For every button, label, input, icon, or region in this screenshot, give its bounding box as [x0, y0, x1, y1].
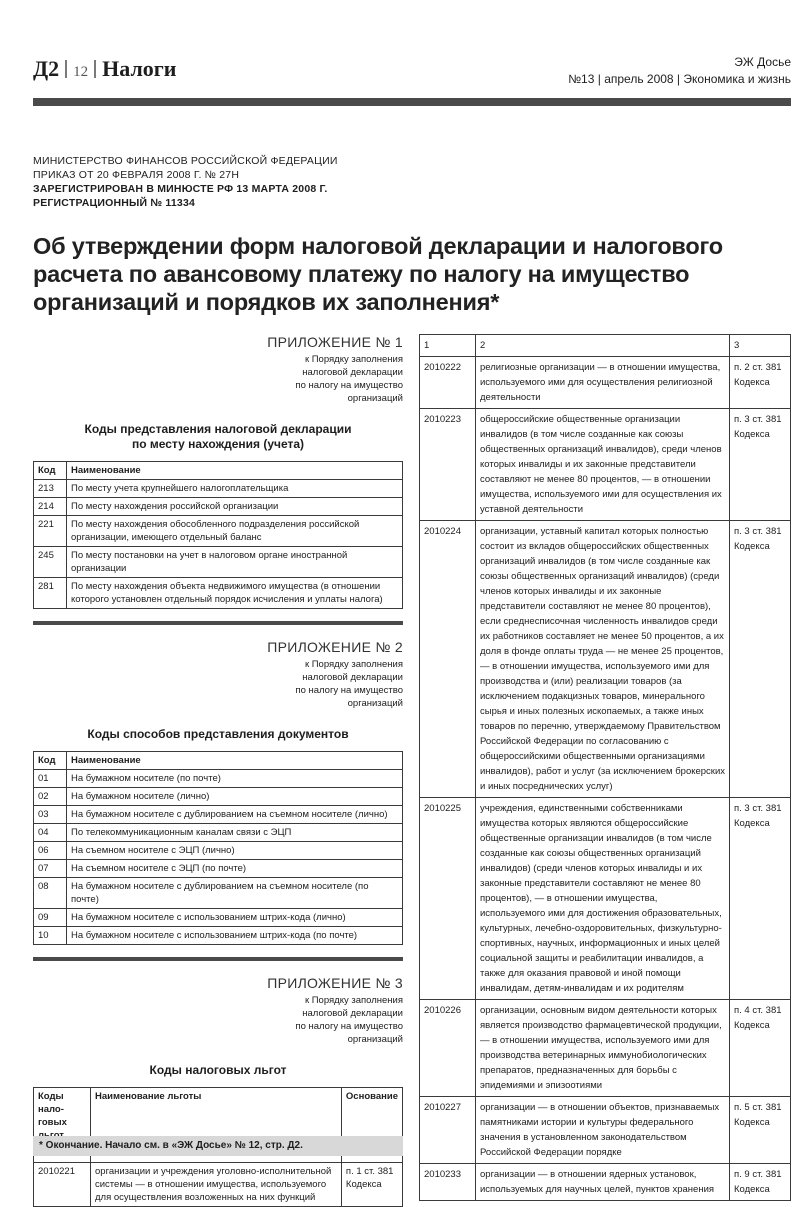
appendix-heading: ПРИЛОЖЕНИЕ № 1 — [267, 334, 403, 350]
section-divider — [33, 957, 403, 961]
page-header: Д2 12 Налоги ЭЖ Досье №13 | апрель 2008 | … — [33, 50, 791, 106]
appendix-subtitle: к Порядку заполнения налоговой деклараци… — [295, 354, 403, 404]
column-header: Коды нало-говых льгот — [33, 1087, 91, 1145]
page-number: 12 — [73, 64, 89, 80]
section-title: Налоги — [102, 56, 177, 81]
order-line: ПРИКАЗ ОТ 20 ФЕВРАЛЯ 2008 Г. № 27Н — [33, 169, 240, 181]
appendix-heading: ПРИЛОЖЕНИЕ № 3 — [267, 975, 403, 991]
document-title: Об утверждении форм налоговой декларации… — [33, 233, 723, 315]
table-title: Коды представления налоговой декларации … — [84, 422, 352, 451]
header-rule — [33, 98, 791, 106]
header-divider — [65, 60, 68, 78]
registration-line: ЗАРЕГИСТРИРОВАН В МИНЮСТЕ РФ 13 МАРТА 20… — [33, 183, 328, 195]
footnote: * Окончание. Начало см. в «ЭЖ Досье» № 1… — [33, 1136, 403, 1156]
table-header-row: Код Наименование — [33, 461, 403, 480]
table-number-row: 1 2 3 — [419, 334, 791, 357]
publication-name: ЭЖ Досье — [734, 55, 791, 69]
appendix-subtitle: к Порядку заполнения налоговой деклараци… — [295, 995, 403, 1045]
appendix-subtitle: к Порядку заполнения налоговой деклараци… — [295, 659, 403, 709]
document-preamble: МИНИСТЕРСТВО ФИНАНСОВ РОССИЙСКОЙ ФЕДЕРАЦ… — [33, 154, 338, 210]
table-header-row: Код Наименование — [33, 751, 403, 770]
registration-number: РЕГИСТРАЦИОННЫЙ № 11334 — [33, 197, 196, 209]
table-title: Коды налоговых льгот — [149, 1063, 287, 1077]
section-header: Д2 12 Налоги — [33, 56, 176, 82]
column-header: Наименование — [66, 751, 403, 770]
header-divider — [94, 60, 97, 78]
left-column: ПРИЛОЖЕНИЕ № 1 к Порядку заполнения нало… — [33, 334, 404, 1207]
column-header: Наименование льготы — [90, 1087, 342, 1145]
ministry-name: МИНИСТЕРСТВО ФИНАНСОВ РОССИЙСКОЙ ФЕДЕРАЦ… — [33, 155, 338, 167]
table-title: Коды способов представления документов — [87, 727, 349, 741]
column-header: Код — [33, 461, 67, 480]
appendix-heading: ПРИЛОЖЕНИЕ № 2 — [267, 639, 403, 655]
column-header: Код — [33, 751, 67, 770]
section-divider — [33, 621, 403, 625]
section-code: Д2 — [33, 56, 60, 81]
publication-info: ЭЖ Досье №13 | апрель 2008 | Экономика и… — [568, 54, 791, 88]
table-row: 2010221 организации и учреждения уголовн… — [33, 1162, 404, 1207]
column-header: Наименование — [66, 461, 403, 480]
issue-line: №13 | апрель 2008 | Экономика и жизнь — [568, 72, 791, 86]
